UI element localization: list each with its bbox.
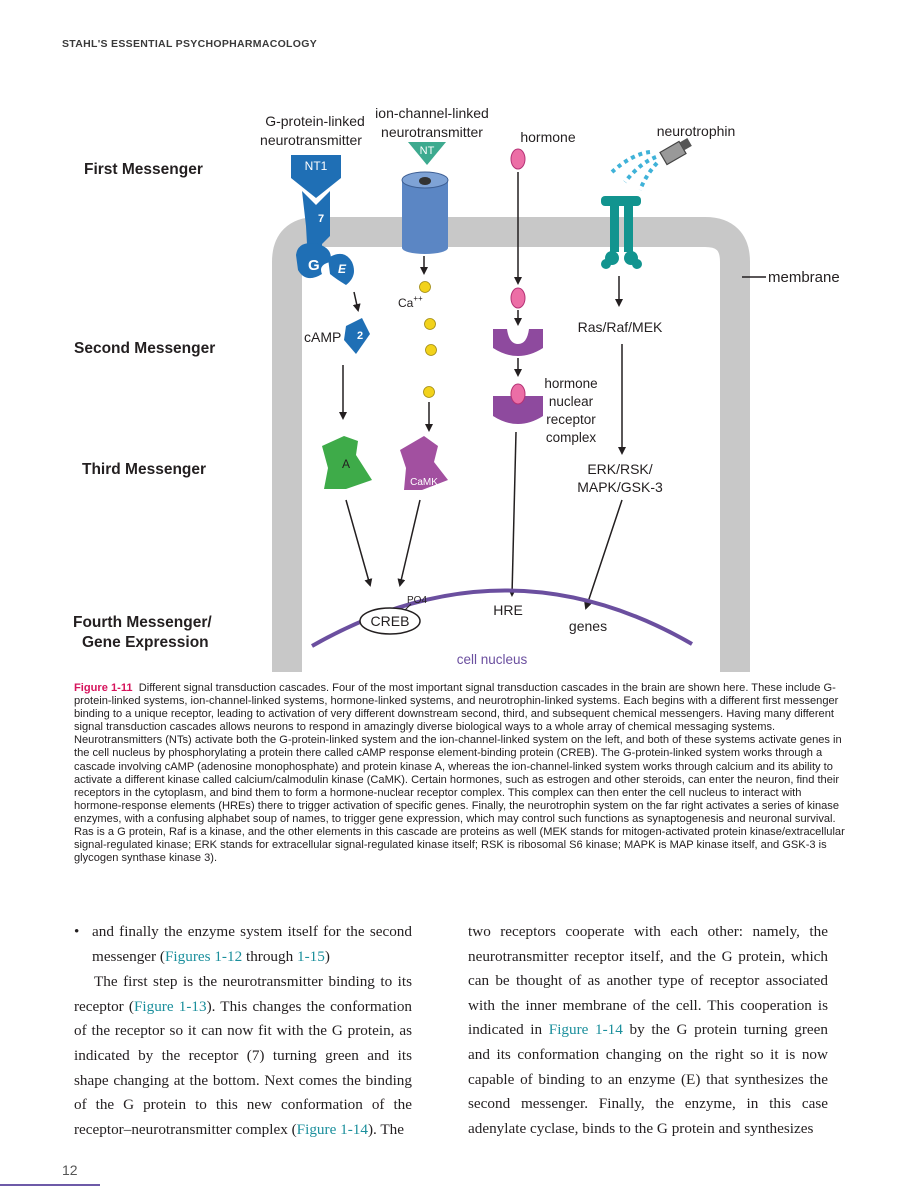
body-column-left: •and finally the enzyme system itself fo…: [74, 920, 412, 1142]
g-protein-icon: [296, 243, 331, 279]
ras-raf-mek-label: Ras/Raf/MEK: [578, 319, 663, 335]
running-head: STAHL'S ESSENTIAL PSYCHOPHARMACOLOGY: [62, 38, 318, 50]
body-paragraph-2: two receptors cooperate with each other:…: [468, 923, 828, 1137]
calcium-dot-2: [424, 318, 436, 330]
ca-label: Ca++: [398, 294, 423, 310]
creb-oval: [359, 607, 421, 635]
e-label: E: [338, 262, 347, 276]
a-label: A: [342, 457, 350, 471]
figure-ref-link[interactable]: Figure 1-14: [296, 1120, 368, 1138]
hnrc-label-2: nuclear: [549, 394, 594, 409]
caption-text: Different signal transduction cascades. …: [74, 682, 845, 865]
complex-receptor-icon: [493, 396, 543, 424]
row-label-first: First Messenger: [84, 161, 203, 178]
bullet-marker: •: [74, 923, 80, 940]
hormone-receptor-icon: [493, 329, 543, 356]
figure-caption: Figure 1-11 Different signal transductio…: [74, 682, 849, 865]
figure-ref-link[interactable]: 1-15: [297, 947, 325, 965]
bullet-item: •and finally the enzyme system itself fo…: [74, 920, 412, 969]
camk-icon: [400, 436, 448, 490]
genes-label: genes: [569, 618, 607, 634]
row-label-fourth-2: Gene Expression: [82, 634, 209, 651]
arrow-a-to-creb: [345, 499, 373, 587]
kinase-a-icon: [322, 436, 372, 489]
title-gprotein-1: G-protein-linked: [265, 113, 365, 129]
figure-ref-link[interactable]: Figures 1-12: [164, 947, 243, 965]
cell-nucleus-label: cell nucleus: [457, 652, 528, 667]
title-neurotrophin: neurotrophin: [657, 123, 736, 139]
cell-membrane: [272, 217, 750, 672]
row-label-second: Second Messenger: [74, 340, 215, 357]
figure-ref-link[interactable]: Figure 1-13: [133, 997, 207, 1015]
camp-label: cAMP: [304, 329, 341, 345]
hormone-icon: [510, 148, 526, 170]
nt1-label: NT1: [305, 159, 328, 173]
g-label: G: [308, 257, 320, 274]
title-ionchannel-1: ion-channel-linked: [375, 105, 489, 121]
neurotrophin-dropper-icon: [659, 138, 692, 166]
hnrc-label-4: complex: [546, 430, 597, 445]
second-messenger-2-icon: [344, 318, 370, 354]
ion-channel-icon: [401, 171, 449, 254]
title-ionchannel-2: neurotransmitter: [381, 124, 483, 140]
signal-transduction-figure: membrane First Messenger Second Messenge…: [73, 105, 840, 672]
calcium-dot-3: [425, 344, 437, 356]
two-label: 2: [357, 330, 363, 342]
enzyme-icon: [328, 253, 354, 285]
page-rule: [0, 1184, 100, 1186]
arrow-camk-to-creb: [397, 499, 421, 587]
po4-line: [404, 603, 412, 611]
nt-triangle-icon: [408, 142, 446, 165]
page-number: 12: [62, 1162, 78, 1178]
neurotrophin-drops-2: [610, 150, 651, 174]
hre-label: HRE: [493, 602, 523, 618]
neurotrophin-drops-3: [638, 161, 659, 191]
title-gprotein-2: neurotransmitter: [260, 132, 362, 148]
erk-label-1: ERK/RSK/: [587, 461, 652, 477]
camk-label: CaMK: [410, 477, 438, 488]
neurotrophin-receptor-icon: [601, 196, 642, 269]
row-label-third: Third Messenger: [82, 461, 206, 478]
body-column-right: two receptors cooperate with each other:…: [468, 920, 828, 1141]
erk-label-2: MAPK/GSK-3: [577, 479, 663, 495]
calcium-dot-4: [423, 386, 435, 398]
arrow-e-to-2: [352, 291, 361, 312]
hnrc-label-3: receptor: [546, 412, 596, 427]
row-label-fourth-1: Fourth Messenger/: [73, 614, 212, 631]
hormone-cytoplasm-icon: [510, 287, 526, 309]
arrow-erk-to-genes: [584, 499, 623, 610]
figure-ref-link[interactable]: Figure 1-14: [548, 1021, 623, 1039]
neurotrophin-drops-1: [623, 155, 657, 184]
membrane-label: membrane: [768, 269, 840, 286]
hnrc-label-1: hormone: [544, 376, 597, 391]
arrow-complex-to-hre: [508, 431, 517, 597]
nt-label: NT: [420, 145, 435, 157]
body-paragraph-1: The first step is the neurotransmitter b…: [74, 973, 413, 1138]
creb-label: CREB: [371, 613, 410, 629]
complex-hormone-icon: [510, 383, 526, 405]
nt1-chevron-icon: [291, 155, 341, 198]
receptor-7-label: 7: [318, 213, 324, 225]
po4-label: PO4: [407, 595, 427, 606]
calcium-dot-1: [419, 281, 431, 293]
title-hormone: hormone: [520, 129, 575, 145]
figure-label: Figure 1-11: [74, 682, 133, 694]
